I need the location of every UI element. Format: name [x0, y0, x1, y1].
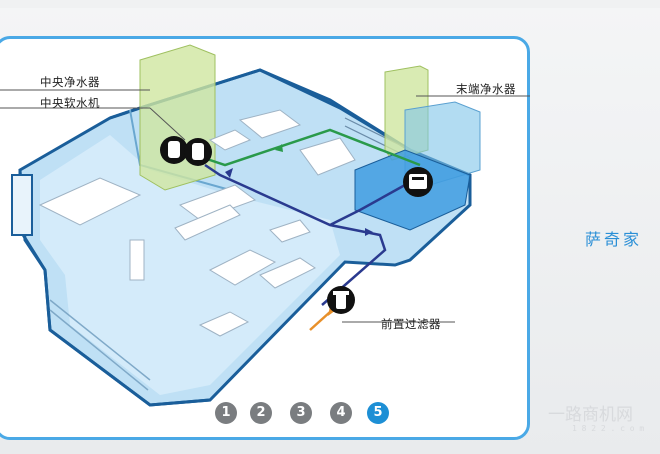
watermark-subtext: 1 8 2 2 . c o m	[572, 424, 645, 433]
wall-right	[259, 68, 411, 152]
pipe-arrow-2	[365, 228, 373, 236]
callout-line-softener-v	[149, 107, 186, 141]
pipe-arrow-3	[275, 144, 283, 152]
central-purifier-icon	[160, 136, 188, 164]
terminal-purifier-icon	[403, 167, 433, 197]
top-strip	[0, 0, 660, 8]
pipe-arrow-1	[225, 168, 233, 178]
furniture	[38, 109, 356, 337]
pager-step-3[interactable]: 3	[290, 402, 312, 424]
label-central-softener: 中央软水机	[40, 96, 100, 110]
bedroom-wall	[11, 174, 33, 236]
inlet-pipe	[309, 311, 331, 331]
wall-bottom	[43, 269, 211, 407]
pager-step-1[interactable]: 1	[215, 402, 237, 424]
brand-text: 萨奇家	[585, 230, 643, 249]
pager-step-2[interactable]: 2	[250, 402, 272, 424]
watermark-text: 一路商机网	[548, 405, 633, 425]
pager-step-5[interactable]: 5	[367, 402, 389, 424]
pipe-navy	[204, 163, 387, 306]
label-pre-filter: 前置过滤器	[381, 317, 441, 331]
pre-filter-icon	[327, 286, 355, 314]
balcony-rail-left	[49, 299, 151, 391]
label-central-purifier: 中央净水器	[40, 75, 100, 89]
central-softener-icon	[184, 138, 212, 166]
pipe-navy-2	[329, 183, 406, 227]
green-zone-column	[139, 44, 216, 191]
pager-step-4[interactable]: 4	[330, 402, 352, 424]
label-terminal-purifier: 末端净水器	[456, 82, 516, 96]
